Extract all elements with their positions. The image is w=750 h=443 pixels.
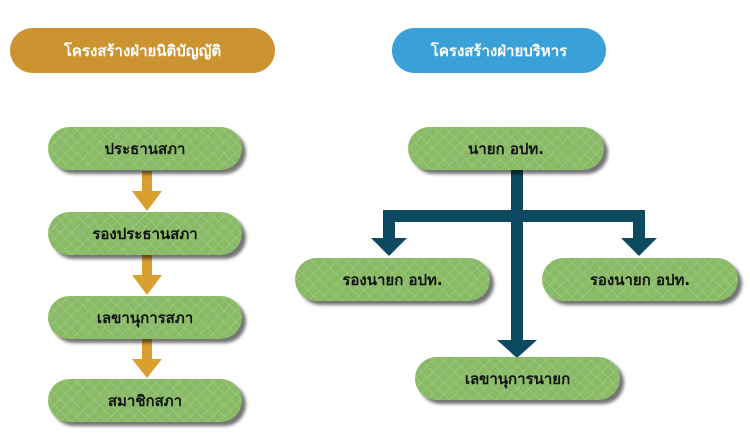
- arrow-down-3: [132, 339, 162, 378]
- node-mayor: นายก อปท.: [408, 127, 604, 170]
- branch-bar: [383, 210, 645, 222]
- node-mayor-secretary: เลขานุการนายก: [415, 357, 620, 400]
- executive-structure-header: โครงสร้างฝ่ายบริหาร: [392, 28, 606, 73]
- node-deputy-mayor-right: รองนายก อปท.: [542, 258, 738, 301]
- trunk-line: [511, 170, 523, 330]
- arrow-down-2: [132, 255, 162, 295]
- arrow-to-secretary: [497, 320, 537, 358]
- arrow-to-deputy-right: [621, 210, 657, 256]
- node-council-vice-president: รองประธานสภา: [48, 212, 242, 255]
- node-council-secretary: เลขานุการสภา: [48, 296, 242, 339]
- node-council-president: ประธานสภา: [48, 127, 242, 170]
- legislative-structure-header: โครงสร้างฝ่ายนิติบัญญัติ: [10, 28, 275, 73]
- node-deputy-mayor-left: รองนายก อปท.: [295, 258, 490, 301]
- arrow-to-deputy-left: [371, 210, 407, 256]
- arrow-down-1: [132, 171, 162, 211]
- node-council-members: สมาชิกสภา: [48, 379, 242, 422]
